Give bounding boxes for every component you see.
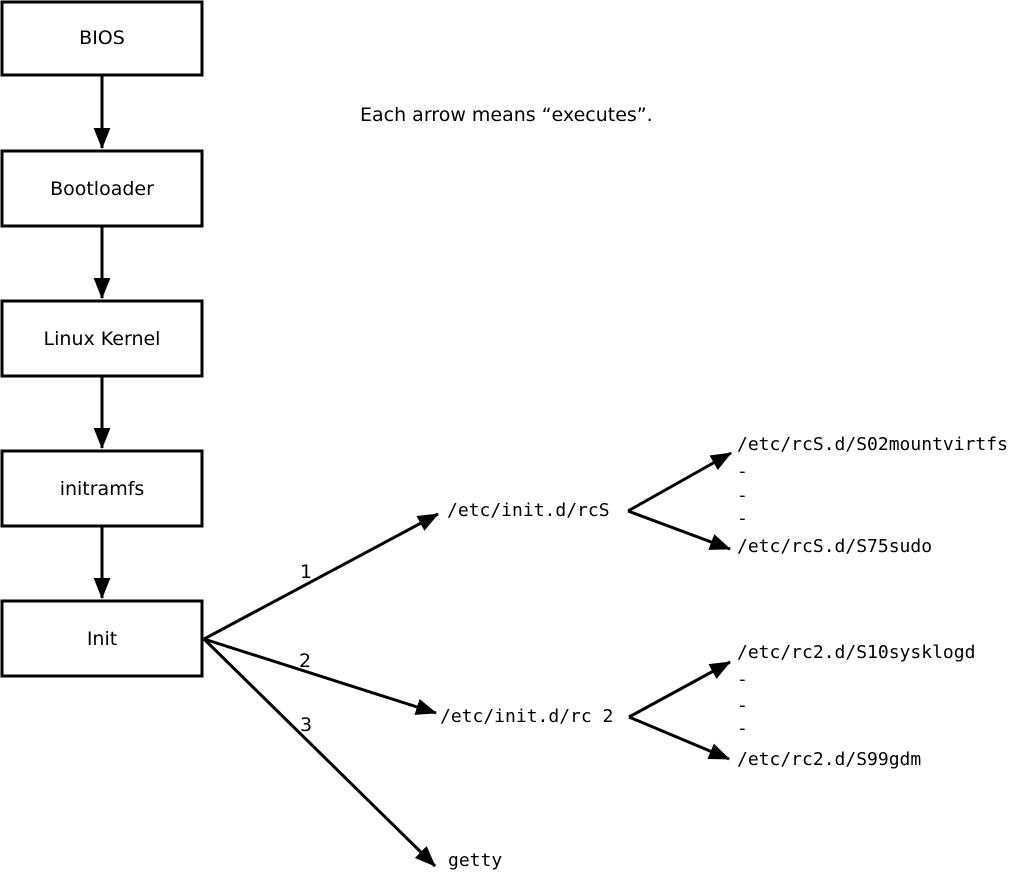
rcS-ellipsis-dash-1: - — [737, 461, 748, 482]
rcS-entry-top: /etc/rcS.d/S02mountvirtfs — [737, 434, 1008, 455]
rcS-entry-bottom: /etc/rcS.d/S75sudo — [737, 536, 932, 557]
box-bootloader: Bootloader — [0, 149, 204, 228]
rcS-ellipsis-dash-3: - — [737, 508, 748, 529]
rc2-ellipsis-dash-1: - — [737, 669, 748, 690]
rc2-entry-bottom: /etc/rc2.d/S99gdm — [737, 749, 921, 770]
rcS-ellipsis-dash-2: - — [737, 485, 748, 506]
arrow-init-to-rc2 — [203, 637, 438, 715]
rc2-label: /etc/init.d/rc 2 — [440, 706, 613, 727]
box-init-rect — [0, 599, 204, 678]
fan-label-1: 1 — [300, 561, 312, 583]
box-linux-kernel-rect — [0, 299, 204, 378]
arrow-rc2-to-s10 — [628, 660, 731, 719]
box-bootloader-rect — [0, 149, 204, 228]
rc2-ellipsis-dash-2: - — [737, 695, 748, 716]
arrow-init-to-getty — [202, 637, 437, 868]
fan-label-2: 2 — [299, 650, 311, 672]
box-bios-label: BIOS — [79, 27, 125, 49]
box-initramfs: initramfs — [0, 449, 204, 528]
fan-label-3: 3 — [300, 714, 312, 736]
box-bootloader-label: Bootloader — [50, 178, 154, 200]
arrow-rc2-to-s99 — [628, 715, 730, 761]
arrow-rcS-to-s02 — [627, 451, 732, 513]
box-linux-kernel-label: Linux Kernel — [44, 328, 161, 350]
getty-label: getty — [448, 850, 502, 871]
box-init-label: Init — [87, 628, 117, 650]
arrow-rcS-to-s75 — [627, 509, 731, 551]
box-bios: BIOS — [0, 0, 204, 77]
arrow-init-to-rcS — [203, 512, 439, 641]
rc2-ellipsis-dash-3: - — [737, 718, 748, 739]
rcS-label: /etc/init.d/rcS — [447, 500, 610, 521]
note-executes: Each arrow means “executes”. — [360, 104, 653, 126]
box-initramfs-label: initramfs — [60, 478, 145, 500]
box-init: Init — [0, 599, 204, 678]
rc2-entry-top: /etc/rc2.d/S10sysklogd — [737, 642, 975, 663]
box-bios-rect — [0, 0, 204, 77]
box-linux-kernel: Linux Kernel — [0, 299, 204, 378]
